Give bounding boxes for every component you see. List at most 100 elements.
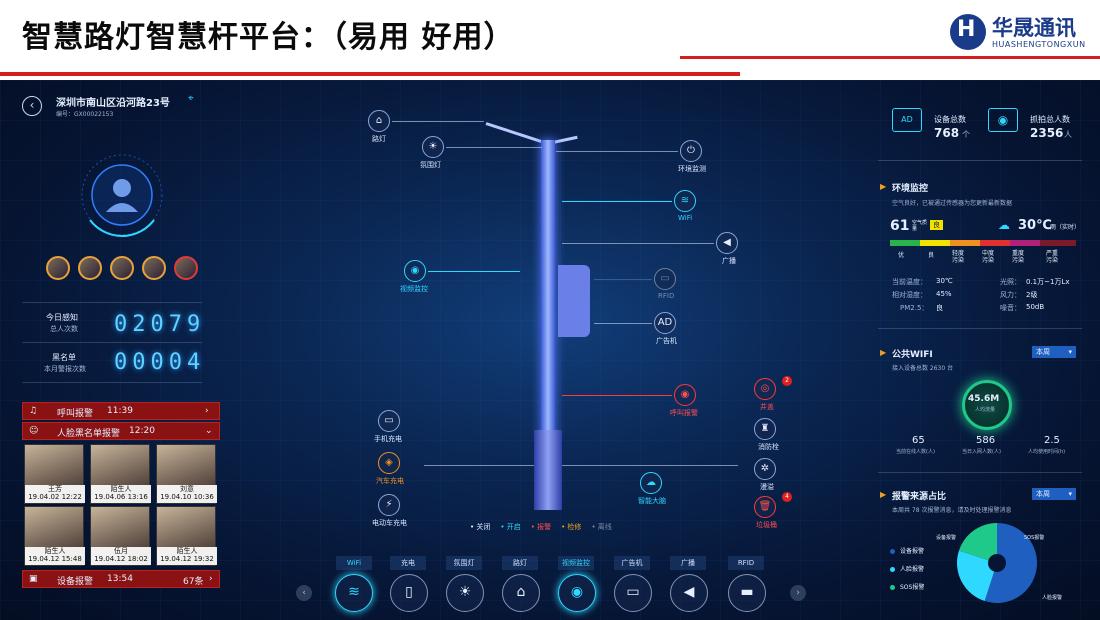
- location-pin-icon[interactable]: ⌖: [188, 93, 194, 104]
- street-lamp-icon[interactable]: ⌂: [368, 110, 390, 132]
- manhole-icon[interactable]: ◎: [754, 378, 776, 400]
- wifi-joined-value: 586: [976, 435, 996, 446]
- aqi-level-bar: [1010, 240, 1040, 246]
- face-recognition-icon: [81, 154, 163, 237]
- wifi-traffic-value: 45.6M: [968, 394, 1000, 404]
- aqi-level-label: 中度 污染: [982, 250, 995, 264]
- smart-brain-label: 智能大脑: [638, 497, 666, 505]
- carousel-next-button[interactable]: ›: [790, 585, 806, 601]
- aqi-level-label: 优: [898, 252, 905, 259]
- chevron-down-icon: ▾: [1068, 348, 1072, 356]
- pie-slice-sos[interactable]: [958, 523, 997, 563]
- carousel-prev-button[interactable]: ‹: [296, 585, 312, 601]
- tab-charging[interactable]: 充电: [390, 556, 426, 570]
- pie-slice-device[interactable]: [984, 523, 1037, 603]
- divider: [22, 302, 202, 303]
- call-alarm-bar[interactable]: ♫ 呼叫报警 11:39 ›: [22, 402, 220, 420]
- capture-total-unit: 人: [1064, 130, 1072, 139]
- reading-value: 2级: [1026, 291, 1038, 299]
- reading-label: 当前温度：: [892, 278, 927, 286]
- car-charge-icon[interactable]: ◈: [378, 452, 400, 474]
- back-button[interactable]: ‹: [22, 96, 42, 116]
- charge-icon[interactable]: ▯: [390, 574, 428, 612]
- wifi-icon[interactable]: ≋: [335, 574, 373, 612]
- rfid-icon[interactable]: ▭: [654, 268, 676, 290]
- device-total-label: 设备总数: [934, 115, 966, 124]
- tab-broadcast[interactable]: 广播: [670, 556, 706, 570]
- person-avatar[interactable]: [142, 256, 166, 280]
- chevron-right-icon[interactable]: ›: [205, 406, 209, 416]
- video-camera-icon[interactable]: ◉: [404, 260, 426, 282]
- smart-brain-icon[interactable]: ☁: [640, 472, 662, 494]
- smart-pole[interactable]: [541, 140, 555, 440]
- manhole-alert-badge: 2: [782, 376, 792, 386]
- reading-value: 良: [936, 304, 943, 312]
- wifi-usage-label: 人均使用时间(h): [1028, 449, 1066, 455]
- section-marker-icon: ▶: [880, 490, 887, 499]
- ambient-light-icon[interactable]: ☀: [446, 574, 484, 612]
- pole-base[interactable]: [534, 430, 562, 510]
- divider: [878, 328, 1082, 329]
- ambient-light-icon[interactable]: ☀: [422, 136, 444, 158]
- ad-screen-label: 广告机: [656, 337, 677, 345]
- aqi-level-label: 轻度 污染: [952, 250, 965, 264]
- street-lamp-icon[interactable]: ⌂: [502, 574, 540, 612]
- device-alarm-bar[interactable]: ▣ 设备报警 13:54 67条 ›: [22, 570, 220, 588]
- phone-charge-icon[interactable]: ▭: [378, 410, 400, 432]
- alarm-period-value: 本周: [1036, 490, 1050, 498]
- call-alarm-icon[interactable]: ◉: [674, 384, 696, 406]
- video-camera-icon[interactable]: ◉: [558, 574, 596, 612]
- device-alarm-time: 13:54: [107, 574, 133, 584]
- rfid-icon[interactable]: ▬: [728, 574, 766, 612]
- location-address: 深圳市南山区沿河路23号: [56, 98, 170, 109]
- alarm-period-select[interactable]: 本周 ▾: [1032, 488, 1076, 500]
- environment-monitor-icon[interactable]: ⏻: [680, 140, 702, 162]
- tab-video-monitor[interactable]: 视频监控: [558, 556, 594, 570]
- flood-icon[interactable]: ✲: [754, 458, 776, 480]
- wifi-period-select[interactable]: 本周▾: [1032, 346, 1076, 358]
- tab-rfid[interactable]: RFID: [728, 556, 764, 570]
- chevron-down-icon: ▾: [1068, 490, 1072, 498]
- trash-bin-icon[interactable]: 🗑: [754, 496, 776, 518]
- wifi-icon[interactable]: ≋: [674, 190, 696, 212]
- ad-screen-icon[interactable]: ▭: [614, 574, 652, 612]
- chevron-down-icon[interactable]: ⌄: [205, 426, 213, 436]
- tab-street-lamp[interactable]: 路灯: [502, 556, 538, 570]
- tab-ambient-light[interactable]: 氛围灯: [446, 556, 482, 570]
- chevron-right-icon[interactable]: ›: [209, 574, 213, 584]
- video-camera-label: 视频监控: [400, 285, 428, 293]
- pole-cabinet[interactable]: [558, 265, 590, 337]
- tab-wifi[interactable]: WiFi: [336, 556, 372, 570]
- person-avatar[interactable]: [46, 256, 70, 280]
- person-avatar[interactable]: [78, 256, 102, 280]
- person-avatar[interactable]: [110, 256, 134, 280]
- phone-charge-label: 手机充电: [374, 435, 402, 443]
- person-avatar[interactable]: [174, 256, 198, 280]
- reading-label: 风力：: [1000, 291, 1021, 299]
- divider: [22, 382, 202, 383]
- ebike-charge-icon[interactable]: ⚡: [378, 494, 400, 516]
- env-monitor-desc: 空气良好，已被通过传感器为您更新最新数据: [892, 200, 1013, 207]
- broadcast-icon[interactable]: ◀: [670, 574, 708, 612]
- broadcast-icon[interactable]: ◀: [716, 232, 738, 254]
- ad-screen-icon[interactable]: AD: [654, 312, 676, 334]
- camera-capture-icon: ◉: [988, 108, 1018, 132]
- tab-ad-screen[interactable]: 广告机: [614, 556, 650, 570]
- wifi-traffic-label: 人均流量: [975, 407, 996, 413]
- alarm-source-pie: [957, 523, 1037, 603]
- hydrant-icon[interactable]: ♜: [754, 418, 776, 440]
- pie-slice-face[interactable]: [957, 550, 997, 602]
- connector-line: [562, 465, 738, 466]
- connector-line: [428, 271, 520, 272]
- temperature-tag: 雨（实时）: [1050, 224, 1081, 231]
- aqi-level-bar: [890, 240, 920, 246]
- aqi-tag: 空气质量: [912, 220, 928, 232]
- face-alarm-bar[interactable]: ☺ 人脸黑名单报警 12:20 ⌄: [22, 422, 220, 440]
- today-perception-value: 02079: [114, 312, 206, 337]
